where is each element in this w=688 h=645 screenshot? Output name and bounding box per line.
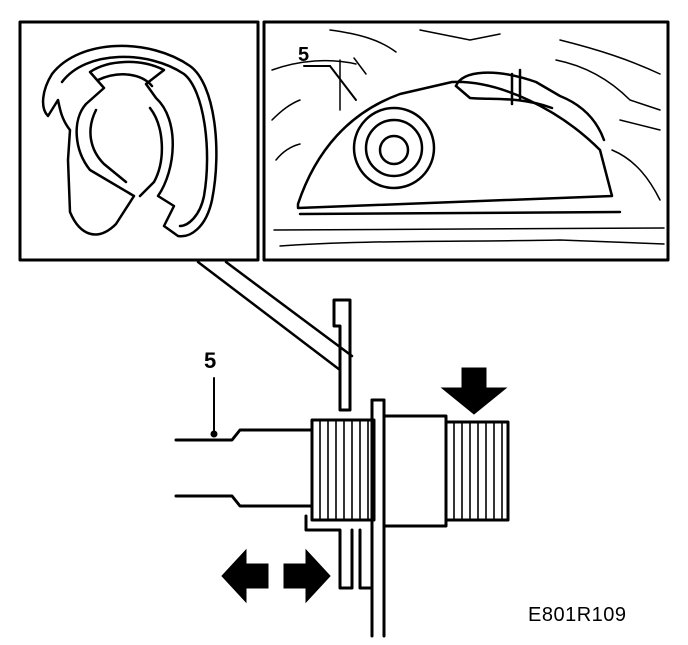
clip-side-view — [304, 298, 354, 590]
clip-detail-inset — [18, 20, 260, 262]
main-leader-5 — [210, 377, 218, 438]
threaded-sleeve — [310, 418, 376, 522]
callout-lines — [196, 260, 354, 372]
main-assembly — [174, 298, 510, 638]
engine-inset-frame — [262, 20, 670, 262]
part-number-label: 5 — [204, 348, 217, 373]
engine-bay-inset — [262, 20, 670, 262]
pipe — [174, 428, 314, 508]
mounting-panel — [358, 398, 386, 638]
inset-leader-5 — [303, 65, 357, 101]
connector-body — [382, 414, 448, 528]
figure-code: E801R109 — [528, 604, 627, 626]
left-right-arrows-icon — [221, 548, 331, 604]
reservoir-cover — [296, 68, 622, 216]
threaded-collar — [444, 420, 510, 522]
engine-background-detail — [271, 29, 665, 247]
clip-inset-frame — [18, 20, 260, 262]
reservoir-cap — [352, 106, 436, 190]
inset-part-number-label: 5 — [298, 44, 310, 66]
down-arrow-icon — [440, 367, 508, 415]
retaining-clip — [41, 44, 218, 238]
